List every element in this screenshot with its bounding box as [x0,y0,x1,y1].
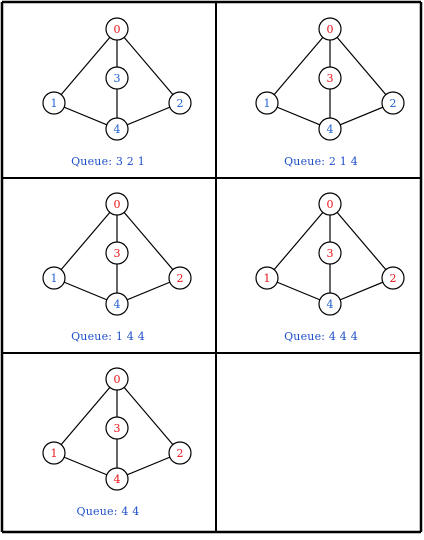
node-2-label: 2 [390,97,397,110]
node-2-label: 2 [177,272,184,285]
node-2-label: 2 [177,447,184,460]
node-4-label: 4 [114,473,121,486]
node-1-label: 1 [264,272,271,285]
node-0-label: 0 [327,198,334,211]
node-4-label: 4 [114,298,121,311]
node-1 [42,441,66,465]
node-1 [255,91,279,115]
node-4 [105,467,129,491]
queue-label-panel-4: Queue: 4 4 4 [284,330,358,343]
node-0-label: 0 [114,198,121,211]
node-3 [105,241,129,265]
node-1-label: 1 [51,272,58,285]
graph-panel-2: 0 1 2 3 4 [255,17,405,141]
node-4-label: 4 [114,123,121,136]
node-4-label: 4 [327,123,334,136]
node-3 [105,416,129,440]
node-4 [318,292,342,316]
node-3-label: 3 [114,422,121,435]
edge-0-1 [53,203,118,279]
edge-0-2 [116,378,181,454]
edge-0-2 [116,203,181,279]
node-1 [42,91,66,115]
node-4 [318,117,342,141]
node-3-label: 3 [114,247,121,260]
edge-0-2 [329,28,394,104]
node-3-label: 3 [114,72,121,85]
node-2 [381,91,405,115]
node-3-label: 3 [327,247,334,260]
node-0 [105,367,129,391]
node-3 [105,66,129,90]
node-1-label: 1 [51,447,58,460]
edge-0-1 [266,203,331,279]
node-0-label: 0 [327,23,334,36]
queue-label-panel-3: Queue: 1 4 4 [71,330,145,343]
node-0 [105,17,129,41]
node-2-label: 2 [177,97,184,110]
node-4-label: 4 [327,298,334,311]
node-0-label: 0 [114,373,121,386]
graph-panel-3: 0 1 2 3 4 [42,192,192,316]
node-1-label: 1 [51,97,58,110]
edge-0-1 [53,28,118,104]
graph-panel-5: 0 1 2 3 4 [42,367,192,491]
graph-panel-1: 0 1 2 3 4 [42,17,192,141]
node-0 [105,192,129,216]
node-1-label: 1 [264,97,271,110]
edge-0-2 [329,203,394,279]
edge-0-1 [53,378,118,454]
node-0 [318,192,342,216]
node-2 [168,91,192,115]
node-0 [318,17,342,41]
graph-panel-4: 0 1 2 3 4 [255,192,405,316]
queue-label-panel-1: Queue: 3 2 1 [71,155,145,168]
node-2 [168,266,192,290]
node-3 [318,66,342,90]
node-4 [105,117,129,141]
node-4 [105,292,129,316]
edge-0-2 [116,28,181,104]
node-1 [42,266,66,290]
queue-label-panel-5: Queue: 4 4 [76,505,140,518]
node-2 [168,441,192,465]
node-3-label: 3 [327,72,334,85]
node-1 [255,266,279,290]
node-2 [381,266,405,290]
node-2-label: 2 [390,272,397,285]
node-0-label: 0 [114,23,121,36]
edge-0-1 [266,28,331,104]
queue-label-panel-2: Queue: 2 1 4 [284,155,358,168]
node-3 [318,241,342,265]
